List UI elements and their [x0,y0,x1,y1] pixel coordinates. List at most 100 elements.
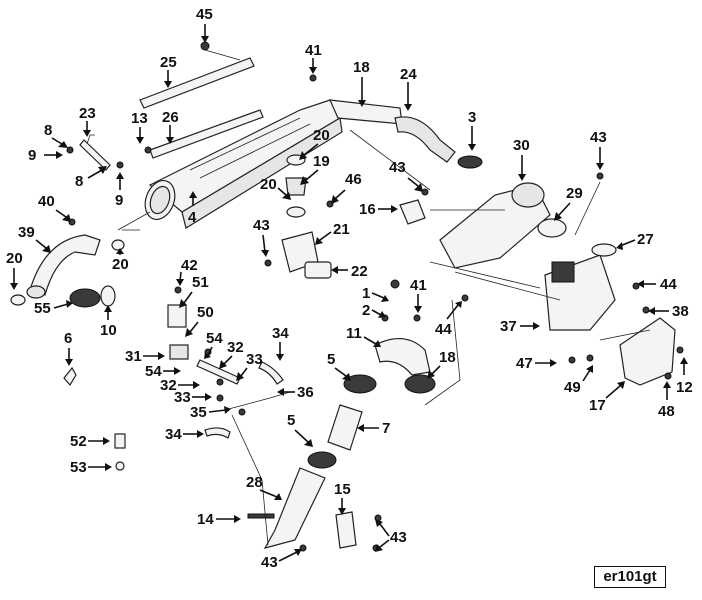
callout-36: 36 [297,384,314,401]
callout-21: 21 [333,221,350,238]
callout-54b: 54 [145,363,162,380]
callout-14: 14 [197,511,214,528]
callout-44a: 44 [660,276,677,293]
bracket-16 [399,199,426,225]
gasket-22 [304,261,332,279]
elbow-11 [374,338,431,376]
hose-34a [258,361,284,385]
callout-52: 52 [70,433,87,450]
tube-36 [224,391,291,411]
leader-lines [117,49,651,546]
hose-39 [29,234,101,296]
callout-43e: 43 [253,217,270,234]
oring-20c [10,294,26,306]
clamp-18b [404,374,436,394]
callout-20b: 20 [260,176,277,193]
callout-55: 55 [34,300,51,317]
callout-2: 2 [362,302,370,319]
callout-18a: 18 [353,59,370,76]
callout-41a: 41 [305,42,322,59]
callout-45: 45 [196,6,213,23]
bracket-17 [619,317,676,386]
callout-44b: 44 [435,321,452,338]
callout-16: 16 [359,201,376,218]
callout-37: 37 [500,318,517,335]
washer-53 [115,461,125,471]
callout-12: 12 [676,379,693,396]
gasket-26 [149,109,264,159]
tube-32 [196,359,241,385]
callout-31: 31 [125,348,142,365]
callout-41b: 41 [410,277,427,294]
gasket-27 [591,243,617,257]
callouts: 45 41 25 18 24 23 13 26 3 8 9 20 [6,6,693,571]
clamp-3 [457,155,483,169]
callout-22: 22 [351,263,368,280]
sensor-52 [114,433,126,449]
callout-7: 7 [382,420,390,437]
callout-13: 13 [131,110,148,127]
oring-20d [111,239,125,251]
callout-34b: 34 [165,426,182,443]
callout-25: 25 [160,54,177,71]
bolt-14 [247,513,275,519]
sleeve-7 [327,404,363,451]
callout-9a: 9 [28,147,36,164]
callout-43d: 43 [261,554,278,571]
callout-39: 39 [18,224,35,241]
callout-3: 3 [468,109,476,126]
sensor-51 [167,304,187,328]
callout-20c: 20 [112,256,129,273]
callout-33a: 33 [246,351,263,368]
callout-46: 46 [345,171,362,188]
callout-34a: 34 [272,325,289,342]
callout-6: 6 [64,330,72,347]
callout-49: 49 [564,379,581,396]
callout-8b: 8 [75,173,83,190]
callout-43b: 43 [590,129,607,146]
seal-10 [100,285,116,307]
callout-8a: 8 [44,122,52,139]
callout-29: 29 [566,185,583,202]
callout-17: 17 [589,397,606,414]
callout-32b: 32 [160,377,177,394]
clamp-5b [307,451,337,469]
callout-24: 24 [400,66,417,83]
clamp-5a [343,374,377,394]
gasket-25 [139,57,255,109]
hose-24 [394,116,456,163]
callout-20a: 20 [313,127,330,144]
callout-43a: 43 [389,159,406,176]
callout-23: 23 [79,105,96,122]
callout-35: 35 [190,404,207,421]
callout-4: 4 [188,209,197,226]
callout-54a: 54 [206,330,223,347]
bracket-6 [63,366,77,387]
clamp-55 [69,288,101,308]
bracket-15 [335,511,357,549]
hose-34b [204,427,231,439]
callout-43c: 43 [390,529,407,546]
clamp-end [26,285,46,299]
callout-40: 40 [38,193,55,210]
figure-id-label: er101gt [594,566,666,588]
callout-51: 51 [192,274,209,291]
callout-50: 50 [197,304,214,321]
callout-26: 26 [162,109,179,126]
callout-20d: 20 [6,250,23,267]
callout-18b: 18 [439,349,456,366]
callout-5a: 5 [327,351,335,368]
callout-19: 19 [313,153,330,170]
bracket-50 [169,344,189,360]
callout-48: 48 [658,403,675,420]
callout-33b: 33 [174,389,191,406]
egr-cooler [144,99,343,229]
callout-11: 11 [346,325,362,342]
callout-28: 28 [246,474,263,491]
callout-32a: 32 [227,339,244,356]
callout-27: 27 [637,231,654,248]
callout-1: 1 [362,285,370,302]
callout-5b: 5 [287,412,295,429]
callout-30: 30 [513,137,530,154]
